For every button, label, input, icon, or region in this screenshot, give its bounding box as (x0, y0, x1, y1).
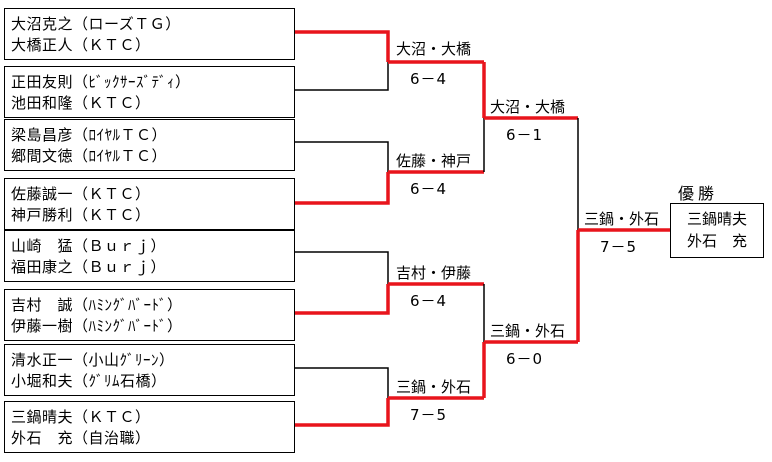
entry-player: 神戸勝利（ＫＴＣ） (11, 206, 151, 224)
entry-player: 清水正一（小山ｸﾞﾘｰﾝ） (11, 351, 175, 369)
r1-m2-lose-path (295, 141, 389, 172)
entry-player: 伊藤一樹（ﾊﾐﾝｸﾞﾊﾞｰﾄﾞ） (11, 317, 183, 335)
r1-match1-lines (295, 30, 484, 91)
champion-box: 三鍋晴夫 外石 充 (670, 203, 764, 258)
r1-m1-lose-path (295, 62, 389, 91)
r1-m2-score: 6－4 (410, 180, 448, 198)
entry-player: 池田和隆（ＫＴＣ） (11, 94, 151, 112)
entry-player: 大沼克之（ローズＴＧ） (11, 15, 181, 33)
final-score: 7－5 (600, 238, 638, 256)
entry-6: 吉村 誠（ﾊﾐﾝｸﾞﾊﾞｰﾄﾞ） 伊藤一樹（ﾊﾐﾝｸﾞﾊﾞｰﾄﾞ） (4, 289, 295, 341)
champion-line2: 外石 充 (686, 232, 747, 250)
r2-m1-winner: 大沼・大橋 (490, 98, 566, 116)
r2-m1-score: 6－1 (506, 126, 544, 144)
entry-player: 佐藤誠一（ＫＴＣ） (11, 185, 151, 203)
r1-match4-lines (295, 367, 484, 427)
entry-player: 梁島昌彦（ﾛｲﾔﾙＴＣ） (11, 126, 168, 144)
entry-4: 佐藤誠一（ＫＴＣ） 神戸勝利（ＫＴＣ） (4, 178, 295, 230)
entry-3: 梁島昌彦（ﾛｲﾔﾙＴＣ） 郷間文徳（ﾛｲﾔﾙＴＣ） (4, 119, 295, 171)
r1-m3-winner: 吉村・伊藤 (396, 264, 472, 282)
entry-player: 郷間文徳（ﾛｲﾔﾙＴＣ） (11, 147, 168, 165)
entry-player: 山崎 猛（Ｂｕｒｊ） (11, 237, 167, 255)
entry-8: 三鍋晴夫（ＫＴＣ） 外石 充（自治職） (4, 401, 295, 453)
r1-m3-lose-path (295, 251, 389, 284)
entry-player: 福田康之（Ｂｕｒｊ） (11, 258, 167, 276)
entry-1: 大沼克之（ローズＴＧ） 大橋正人（ＫＴＣ） (4, 8, 295, 60)
r2-match2-lines (482, 284, 578, 398)
entry-player: 三鍋晴夫（ＫＴＣ） (11, 408, 151, 426)
entry-player: 小堀和夫（ｸﾞﾘﾑ石橋） (11, 372, 167, 390)
r1-m4-lose-path (295, 367, 389, 398)
r1-m2-winner: 佐藤・神戸 (396, 152, 472, 170)
r1-m4-win-path (295, 398, 390, 427)
r2-m2-score: 6－0 (506, 350, 544, 368)
r1-m4-score: 7－5 (410, 406, 448, 424)
r1-m3-win-path (295, 284, 390, 315)
entry-player: 吉村 誠（ﾊﾐﾝｸﾞﾊﾞｰﾄﾞ） (11, 296, 183, 314)
entry-player: 外石 充（自治職） (11, 429, 151, 447)
r2-match1-lines (482, 62, 578, 172)
final-winner: 三鍋・外石 (584, 210, 660, 228)
entry-7: 清水正一（小山ｸﾞﾘｰﾝ） 小堀和夫（ｸﾞﾘﾑ石橋） (4, 344, 295, 396)
r1-m1-winner: 大沼・大橋 (396, 40, 472, 58)
champion-title: 優勝 (678, 184, 719, 203)
entry-2: 正田友則（ﾋﾞｯｸｻｰｽﾞﾃﾞｨ） 池田和隆（ＫＴＣ） (4, 66, 295, 118)
r1-m4-winner: 三鍋・外石 (396, 378, 472, 396)
entry-player: 大橋正人（ＫＴＣ） (11, 36, 151, 54)
r1-m2-win-path (295, 172, 390, 205)
champion-line1: 三鍋晴夫 (686, 210, 747, 228)
entry-player: 正田友則（ﾋﾞｯｸｻｰｽﾞﾃﾞｨ） (11, 73, 191, 91)
entry-5: 山崎 猛（Ｂｕｒｊ） 福田康之（Ｂｕｒｊ） (4, 230, 295, 282)
final-lines (576, 118, 670, 342)
r1-match3-lines (295, 251, 484, 315)
r2-m2-winner: 三鍋・外石 (490, 322, 566, 340)
r1-m1-score: 6－4 (410, 70, 448, 88)
r1-match2-lines (295, 141, 484, 205)
r1-m1-win-path (295, 30, 390, 62)
r1-m3-score: 6－4 (410, 292, 448, 310)
